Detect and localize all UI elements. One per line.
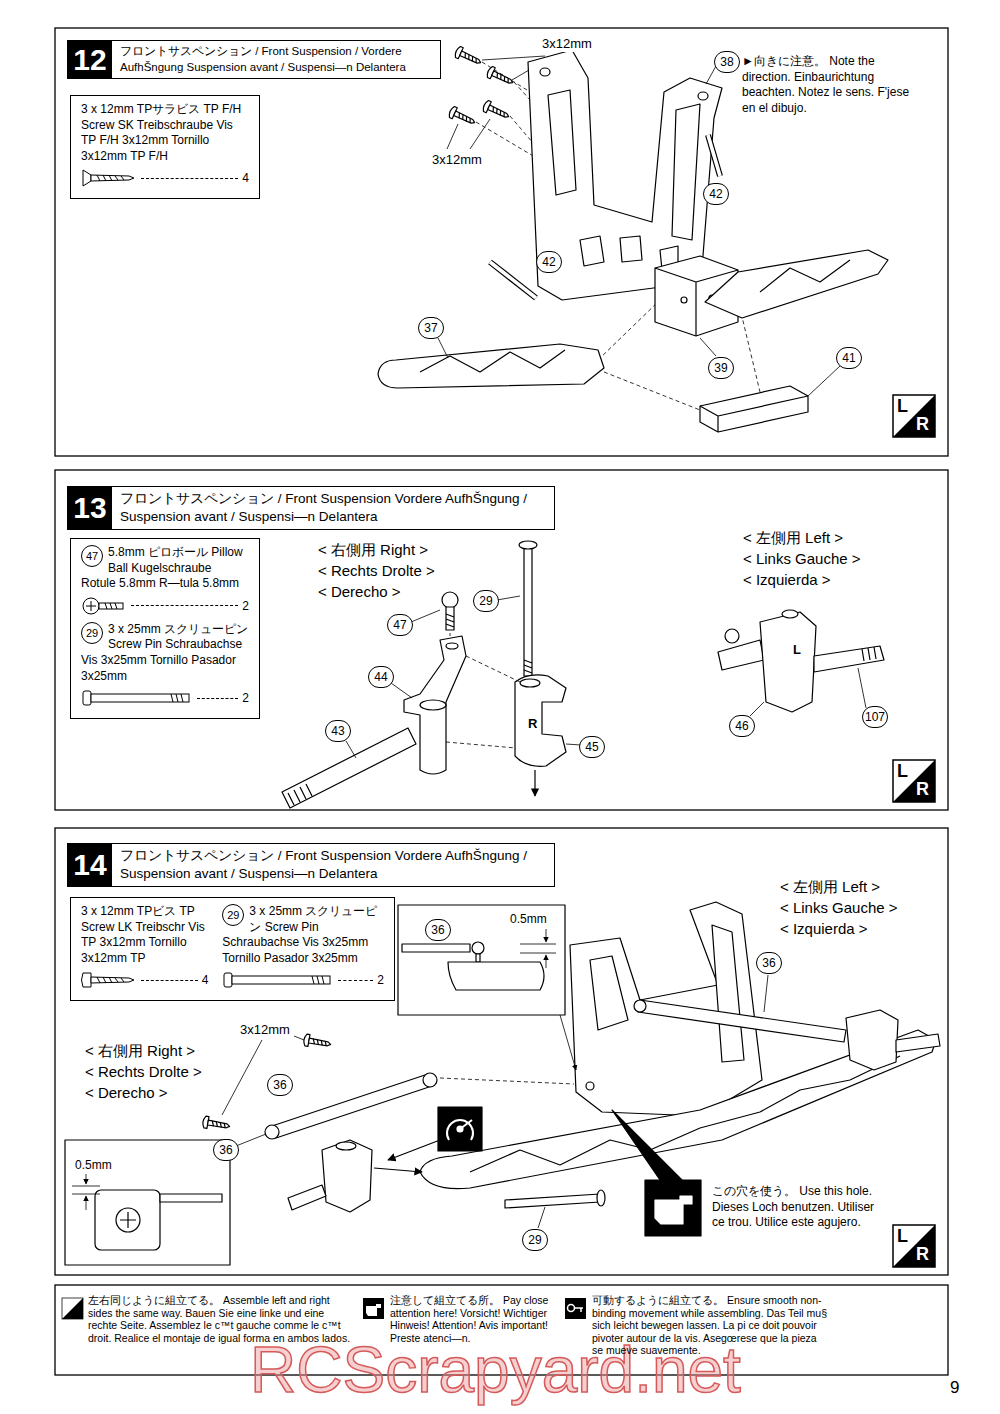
- note-text: この穴を使う。 Use this hole. Dieses Loch benut…: [712, 1184, 880, 1231]
- step-title: フロントサスペンション / Front Suspension Vordere A…: [112, 844, 554, 886]
- callout-number: 36: [213, 1139, 239, 1161]
- quantity: 2: [242, 599, 249, 613]
- part-description: 3 x 12mm TPビス TP Screw LK Treibschr Vis …: [81, 904, 208, 966]
- callout-number: 41: [836, 347, 862, 369]
- callout-number: 37: [418, 317, 444, 339]
- label-text: < Rechts Drolte >: [318, 562, 435, 580]
- part-description: 5.8mm ピロボール Pillow Ball Kugelschraube Ro…: [81, 545, 249, 592]
- pin-part-icon: [81, 688, 193, 708]
- side-letter: R: [916, 414, 929, 436]
- label-text: < 左側用 Left >: [743, 529, 843, 547]
- step-header: 13フロントサスペンション / Front Suspension Vordere…: [67, 486, 555, 530]
- callout-number: 39: [708, 357, 734, 379]
- step-title: フロントサスペンション / Front Suspension Vordere A…: [112, 487, 554, 529]
- side-letter: L: [897, 1226, 908, 1248]
- tp-part-icon: [81, 970, 137, 990]
- callout-number: 45: [579, 736, 605, 758]
- parts-box: 3 x 12mm TPサラビス TP F/H Screw SK Treibsch…: [70, 95, 260, 199]
- page-number: 9: [950, 1378, 959, 1398]
- parts-box: 475.8mm ピロボール Pillow Ball Kugelschraube …: [70, 538, 260, 719]
- callout-number: 107: [862, 706, 888, 728]
- label-text: < Izquierda >: [780, 920, 868, 938]
- label-text: 3x12mm: [240, 1022, 290, 1038]
- step-header: 12フロントサスペンション / Front Suspension / Vorde…: [67, 40, 441, 79]
- step13-drawing: [282, 541, 884, 808]
- side-letter: R: [916, 779, 929, 801]
- label-text: < 右側用 Right >: [85, 1042, 195, 1060]
- quantity: 4: [202, 973, 209, 987]
- side-letter: L: [897, 396, 908, 418]
- callout-number: 29: [522, 1229, 548, 1251]
- dashed-leader: [338, 980, 373, 981]
- legend-text: 可動するように組立てる。 Ensure smooth non-binding m…: [592, 1294, 827, 1356]
- part-description: 3 x 25mm スクリューピン Screw Pin Schraubachse …: [81, 622, 249, 684]
- callout-number: 47: [387, 614, 413, 636]
- step-header: 14フロントサスペンション / Front Suspension Vordere…: [67, 843, 555, 887]
- label-text: < Links Gauche >: [743, 550, 861, 568]
- step-title: フロントサスペンション / Front Suspension / Vordere…: [112, 41, 440, 78]
- part-description: 3 x 12mm TPサラビス TP F/H Screw SK Treibsch…: [81, 102, 249, 164]
- label-text: 3x12mm: [542, 36, 592, 52]
- part-mark: L: [792, 642, 802, 658]
- callout-number: 46: [729, 715, 755, 737]
- pin-part-icon: [222, 970, 334, 990]
- step-number: 13: [68, 487, 112, 529]
- dashed-leader: [197, 698, 238, 699]
- label-text: < 右側用 Right >: [318, 541, 428, 559]
- legend-text: 左右同じように組立てる。 Assemble left and right sid…: [88, 1294, 350, 1344]
- side-letter: L: [897, 761, 908, 783]
- label-text: 0.5mm: [75, 1158, 112, 1172]
- step-number: 12: [68, 41, 112, 78]
- label-text: 0.5mm: [510, 912, 547, 926]
- callout-number: 44: [368, 666, 394, 688]
- part-mark: R: [527, 716, 538, 732]
- part-description: 3 x 25mm スクリューピン Screw Pin Schraubachse …: [222, 904, 384, 966]
- label-text: < Derecho >: [85, 1084, 168, 1102]
- callout-number: 42: [536, 251, 562, 273]
- callout-number: 36: [267, 1074, 293, 1096]
- callout-number: 36: [756, 952, 782, 974]
- label-text: < Links Gauche >: [780, 899, 898, 917]
- step-number: 14: [68, 844, 112, 886]
- label-text: 3x12mm: [432, 152, 482, 168]
- label-text: < Izquierda >: [743, 571, 831, 589]
- side-letter: R: [916, 1244, 929, 1266]
- callout-number: 47: [81, 545, 103, 567]
- legend-entry: 可動するように組立てる。 Ensure smooth non-binding m…: [592, 1294, 827, 1357]
- callout-number: 36: [425, 919, 451, 941]
- step-panels: [55, 28, 948, 1375]
- legend-entry: 左右同じように組立てる。 Assemble left and right sid…: [88, 1294, 353, 1344]
- callout-number: 42: [703, 183, 729, 205]
- quantity: 2: [242, 691, 249, 705]
- label-text: < 左側用 Left >: [780, 878, 880, 896]
- parts-box: 3 x 12mm TPビス TP Screw LK Treibschr Vis …: [70, 897, 395, 1001]
- quantity: 2: [377, 973, 384, 987]
- callout-number: 29: [473, 590, 499, 612]
- fh-part-icon: [81, 168, 137, 188]
- legend-entry: 注意して組立てる所。 Pay close attention here! Vor…: [390, 1294, 558, 1344]
- legend-text: 注意して組立てる所。 Pay close attention here! Vor…: [390, 1294, 548, 1344]
- ball-part-icon: [81, 596, 127, 616]
- label-text: < Derecho >: [318, 583, 401, 601]
- dashed-leader: [141, 980, 198, 981]
- dashed-leader: [141, 178, 238, 179]
- note-text: ►向きに注意。 Note the direction. Einbaurichtu…: [742, 54, 914, 116]
- dashed-leader: [131, 605, 238, 606]
- callout-number: 29: [222, 904, 244, 926]
- callout-number: 38: [714, 51, 740, 73]
- callout-number: 43: [325, 720, 351, 742]
- quantity: 4: [242, 171, 249, 185]
- callout-number: 29: [81, 622, 103, 644]
- label-text: < Rechts Drolte >: [85, 1063, 202, 1081]
